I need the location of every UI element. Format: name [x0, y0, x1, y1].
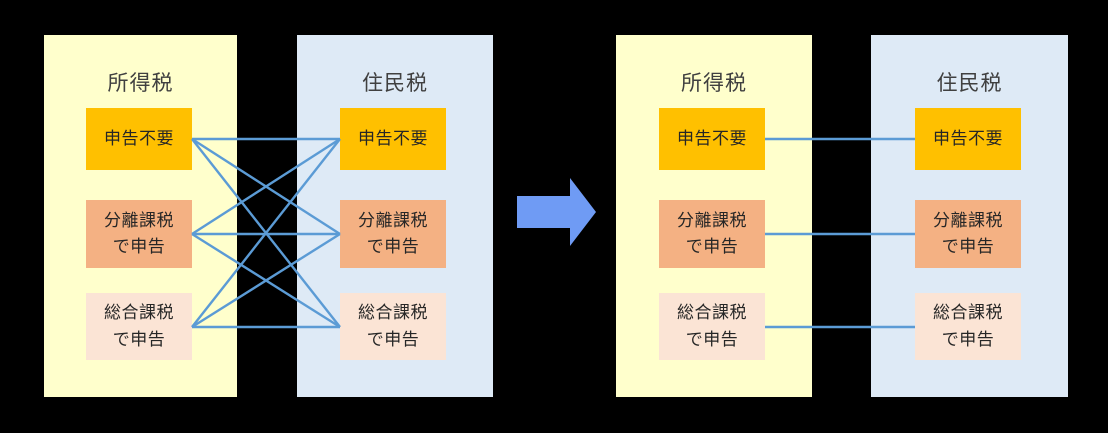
node-label-line1: 総合課税: [104, 303, 174, 323]
node-label-line1: 分離課税: [933, 210, 1003, 230]
after-resident-node-no-filing[interactable]: 申告不要: [915, 108, 1021, 170]
node-label-line1: 総合課税: [358, 303, 428, 323]
after-resident-node-aggregate[interactable]: 総合課税 で申告: [915, 293, 1021, 360]
after-income-tax-panel-title: 所得税: [681, 72, 747, 95]
node-label-line1: 申告不要: [104, 128, 174, 148]
node-label-line1: 分離課税: [677, 210, 747, 230]
before-income-node-aggregate[interactable]: 総合課税 で申告: [86, 293, 192, 360]
node-label-line1: 総合課税: [677, 303, 747, 323]
before-resident-node-no-filing[interactable]: 申告不要: [340, 108, 446, 170]
node-label-line2: で申告: [685, 237, 739, 256]
before-resident-tax-panel-title: 住民税: [362, 72, 428, 95]
node-label-line1: 申告不要: [677, 128, 747, 148]
node-label-line2: で申告: [941, 237, 995, 256]
node-label-line2: で申告: [112, 237, 166, 256]
after-resident-tax-panel-title: 住民税: [936, 72, 1003, 95]
node-label-line2: で申告: [941, 329, 995, 349]
after-resident-node-separate[interactable]: 分離課税 で申告: [915, 200, 1021, 268]
before-resident-node-separate[interactable]: 分離課税 で申告: [340, 200, 446, 268]
before-income-node-separate[interactable]: 分離課税 で申告: [86, 200, 192, 268]
node-label-line1: 申告不要: [933, 128, 1003, 148]
before-income-tax-panel-title: 所得税: [107, 72, 174, 95]
node-label-line1: 分離課税: [104, 210, 174, 230]
node-label-line1: 申告不要: [358, 128, 428, 148]
right-block-arrow-icon: [517, 178, 596, 246]
node-label-line2: で申告: [366, 329, 420, 349]
after-income-node-no-filing[interactable]: 申告不要: [659, 108, 765, 170]
after-income-node-aggregate[interactable]: 総合課税 で申告: [659, 293, 765, 360]
after-income-node-separate[interactable]: 分離課税 で申告: [659, 200, 765, 268]
node-label-line2: で申告: [685, 329, 739, 349]
before-income-node-no-filing[interactable]: 申告不要: [86, 108, 192, 170]
node-label-line1: 総合課税: [933, 303, 1003, 323]
node-label-line2: で申告: [112, 329, 166, 349]
node-label-line1: 分離課税: [358, 210, 428, 230]
node-label-line2: で申告: [366, 237, 420, 256]
before-resident-node-aggregate[interactable]: 総合課税 で申告: [340, 293, 446, 360]
